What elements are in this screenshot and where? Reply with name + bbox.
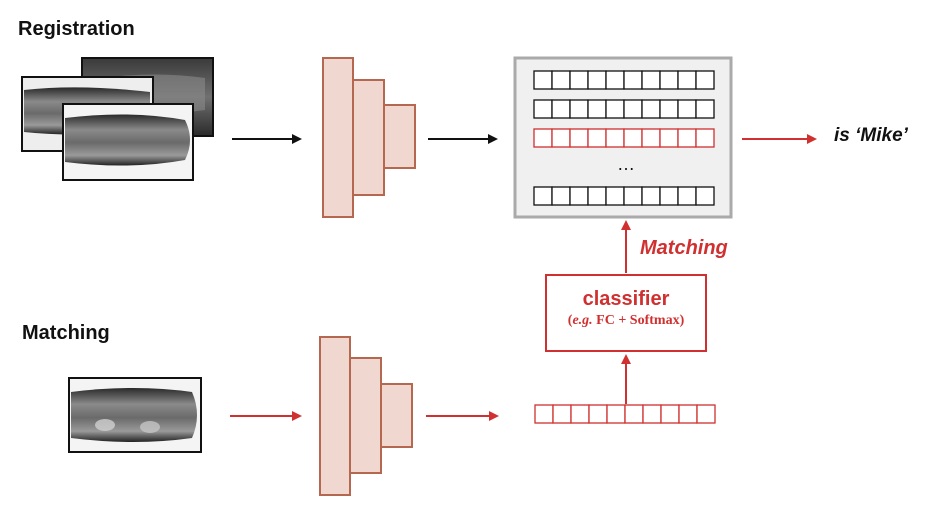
feature-cell (587, 186, 607, 206)
result-label: is ‘Mike’ (834, 125, 908, 146)
database-row (533, 128, 715, 148)
feature-cell (569, 70, 589, 90)
feature-cell (659, 99, 679, 119)
database-row (533, 70, 715, 90)
matching-arrow-label: Matching (640, 237, 728, 259)
feature-cell (678, 404, 698, 424)
feature-cell (677, 186, 697, 206)
feature-cell (551, 128, 571, 148)
feature-cell (641, 128, 661, 148)
classifier-box (545, 274, 707, 352)
feature-cell (569, 186, 589, 206)
matching-heading: Matching (22, 322, 110, 344)
database-rows (533, 70, 715, 206)
classifier-subtitle-rest: FC + Softmax) (592, 313, 685, 328)
feature-cell (641, 186, 661, 206)
cnn-feature-extractor-icon (319, 336, 413, 496)
feature-cell (587, 99, 607, 119)
database-ellipsis: … (617, 154, 635, 174)
cnn-feature-extractor-icon (322, 57, 416, 218)
feature-cell (623, 186, 643, 206)
feature-cell (533, 70, 553, 90)
database-row (533, 186, 715, 206)
feature-cell (695, 70, 715, 90)
feature-cell (677, 70, 697, 90)
feature-cell (569, 128, 589, 148)
query-feature-vector (534, 404, 716, 424)
feature-cell (695, 99, 715, 119)
feature-cell (642, 404, 662, 424)
classifier-subtitle-eg: e.g. (572, 313, 593, 328)
feature-cell (641, 70, 661, 90)
feature-cell (587, 128, 607, 148)
feature-cell (534, 404, 554, 424)
feature-cell (660, 404, 680, 424)
feature-cell (605, 99, 625, 119)
feature-cell (533, 186, 553, 206)
feature-cell (623, 128, 643, 148)
feature-cell (659, 186, 679, 206)
classifier-title: classifier (582, 288, 670, 310)
feature-cell (570, 404, 590, 424)
feature-cell (605, 128, 625, 148)
classifier-label: classifier (e.g. FC + Softmax) (546, 275, 706, 351)
feature-cell (588, 404, 608, 424)
feature-cell (641, 99, 661, 119)
feature-cell (623, 99, 643, 119)
feature-cell (696, 404, 716, 424)
feature-cell (677, 128, 697, 148)
feature-cell (551, 99, 571, 119)
feature-cell (533, 128, 553, 148)
feature-cell (587, 70, 607, 90)
database-row (533, 99, 715, 119)
finger-vein-image-icon (62, 103, 194, 181)
registration-heading: Registration (18, 18, 135, 40)
feature-cell (695, 186, 715, 206)
finger-vein-image-icon (68, 377, 202, 453)
feature-cell (659, 128, 679, 148)
feature-cell (552, 404, 572, 424)
feature-cell (624, 404, 644, 424)
feature-cell (695, 128, 715, 148)
feature-cell (623, 70, 643, 90)
registration-images (21, 57, 214, 181)
feature-cell (533, 99, 553, 119)
feature-cell (569, 99, 589, 119)
feature-cell (606, 404, 626, 424)
feature-cell (659, 70, 679, 90)
feature-cell (605, 186, 625, 206)
feature-cell (605, 70, 625, 90)
feature-cell (551, 186, 571, 206)
feature-cell (677, 99, 697, 119)
classifier-subtitle: (e.g. FC + Softmax) (567, 313, 685, 328)
feature-cell (551, 70, 571, 90)
